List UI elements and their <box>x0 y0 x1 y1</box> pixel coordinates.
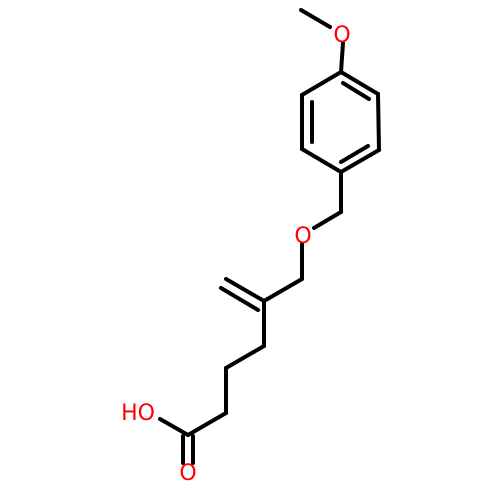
bond-ch2-ether-o <box>312 210 343 230</box>
ring-bond-3 <box>339 148 381 174</box>
ring-inner-bond-1 <box>341 81 371 101</box>
bond-methoxy-o-ring <box>339 41 345 74</box>
ring-bond-4 <box>300 147 343 174</box>
bond-methyl-methoxy-o <box>299 8 332 29</box>
ring-bond-6 <box>300 70 343 97</box>
bond-alkene-double-a <box>224 277 266 303</box>
ring-bond-2 <box>376 92 381 152</box>
bond-chain-2 <box>224 344 266 370</box>
bond-alkene-double-b <box>219 286 260 312</box>
bond-chain-4 <box>186 411 228 437</box>
bond-ch2-alkene-c <box>262 277 304 303</box>
ring-inner-bond-2 <box>339 144 370 164</box>
methoxy-oxygen-label: O <box>333 23 350 48</box>
hydroxyl-label: HO <box>121 401 155 426</box>
ether-oxygen-label: O <box>294 224 311 249</box>
bond-c-oh <box>158 417 190 437</box>
ring-bond-1 <box>339 70 380 96</box>
carbonyl-oxygen-label: O <box>179 461 196 486</box>
